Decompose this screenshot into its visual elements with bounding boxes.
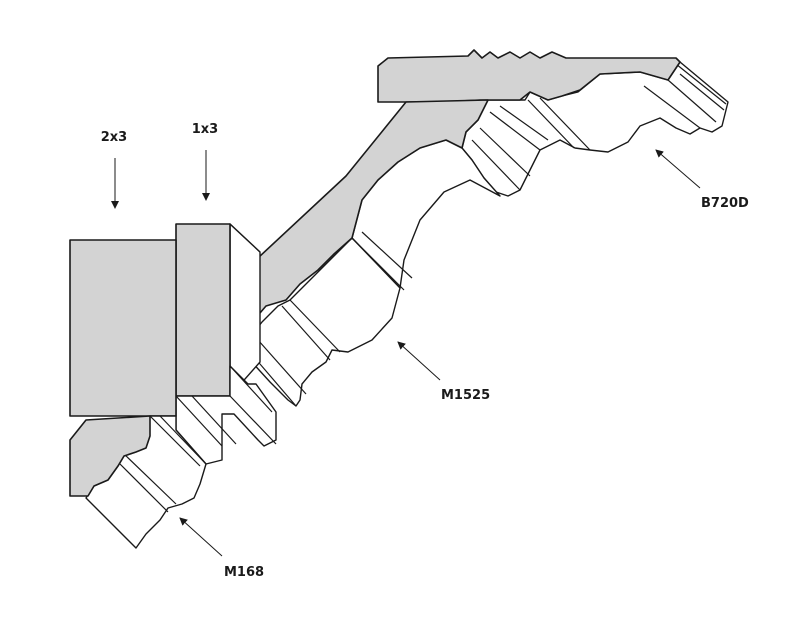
stud-2x3-section	[69, 239, 177, 417]
stud-2x3	[69, 239, 177, 417]
label-b720d-text: B720D	[701, 196, 749, 211]
label-1x3-text: 1x3	[192, 122, 218, 137]
arrow-b720d	[655, 149, 701, 189]
label-m1525-text: M1525	[441, 388, 490, 403]
label-m168: M168	[179, 517, 264, 580]
label-1x3: 1x3	[192, 122, 218, 201]
arrow-m168	[179, 517, 223, 557]
label-b720d: B720D	[655, 149, 749, 211]
label-m168-text: M168	[224, 565, 264, 580]
arrow-m1525	[397, 341, 441, 381]
label-m1525: M1525	[397, 341, 490, 403]
strip-1x3	[175, 223, 261, 397]
label-2x3: 2x3	[101, 130, 127, 209]
crown-molding-top-section	[377, 49, 681, 103]
crown-molding-middle	[229, 99, 501, 407]
label-2x3-text: 2x3	[101, 130, 127, 145]
crown-molding-bottom-section	[69, 415, 151, 497]
strip-1x3-section	[175, 223, 231, 397]
lower-steps	[175, 365, 277, 465]
crown-molding-bottom	[69, 415, 207, 549]
crown-molding-top	[377, 49, 729, 197]
